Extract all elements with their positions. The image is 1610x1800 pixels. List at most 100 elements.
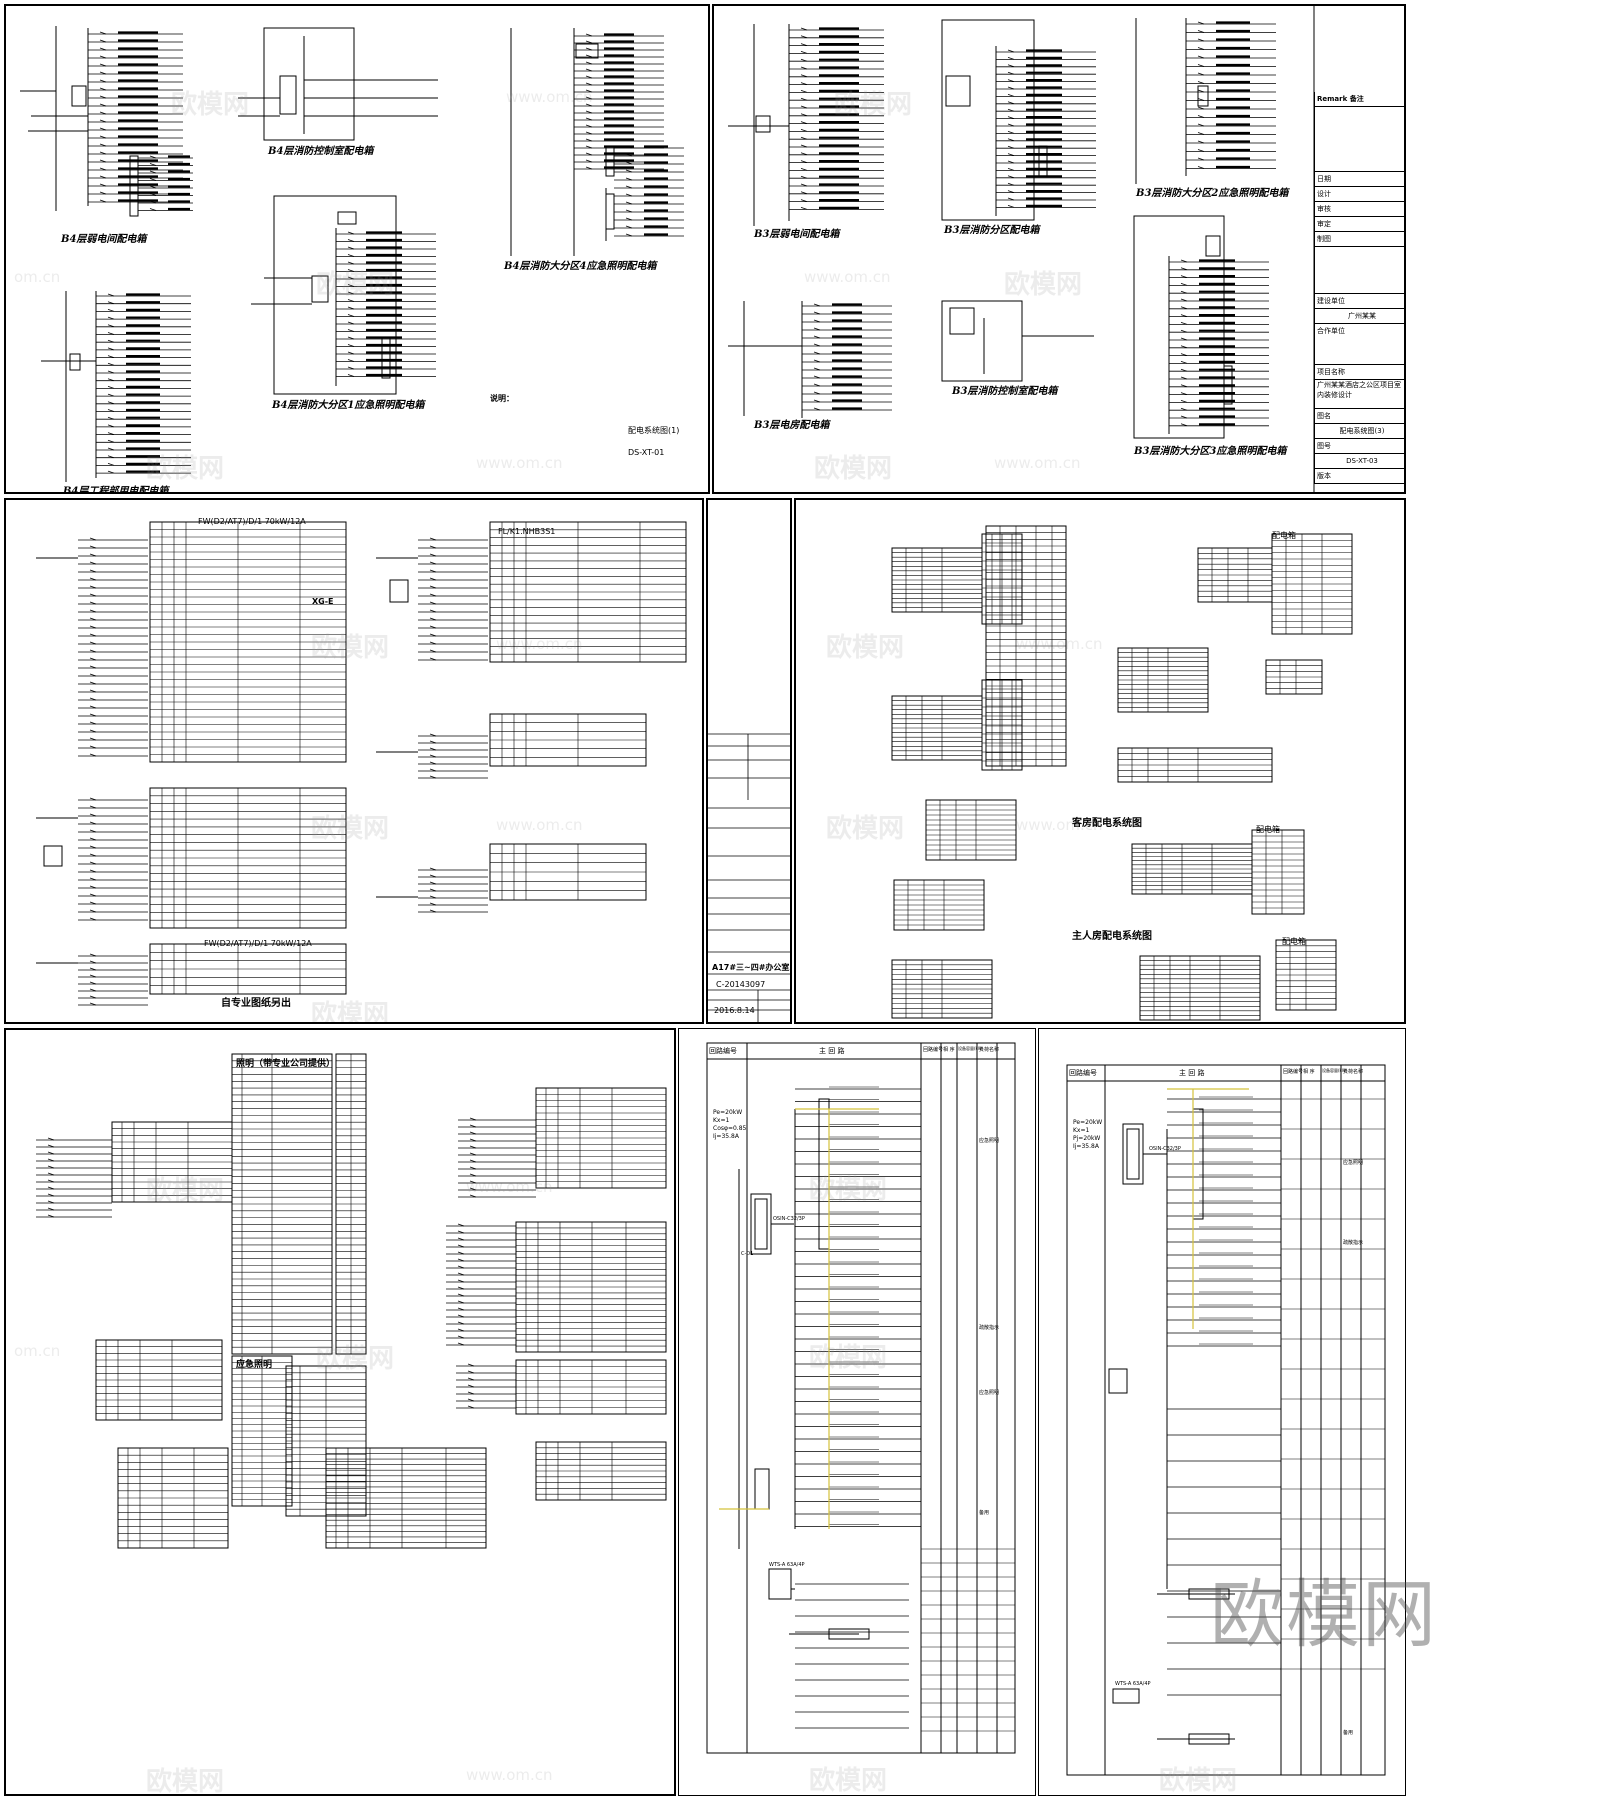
wire-line (47, 1151, 55, 1155)
atse: WTS-A 63A/4P (769, 1562, 805, 1568)
tb-project: 广州某某酒店之公区项目室内装修设计 (1315, 380, 1404, 409)
wire-line (47, 1144, 55, 1148)
wire-line (47, 1214, 55, 1218)
wire-line (1180, 400, 1188, 403)
wire-line (1197, 106, 1205, 110)
wire-line (457, 1258, 465, 1262)
param: Pe=20kW (713, 1109, 743, 1116)
tb-draw: 制图 (1315, 232, 1404, 247)
wire-line (89, 885, 97, 889)
wire-line (1197, 21, 1205, 25)
wire-line (149, 163, 157, 166)
tb-drawing-no: DS-XT-03 (1315, 454, 1404, 469)
wire-line (99, 63, 107, 67)
wire-line (99, 151, 107, 155)
wire-line (1180, 361, 1188, 364)
wire-line (800, 113, 808, 117)
wire-line (1180, 423, 1188, 427)
wire-line (89, 577, 97, 581)
wire-line (1007, 160, 1015, 164)
wire-line (800, 74, 808, 78)
wire-line (585, 110, 593, 114)
wire-line (800, 183, 808, 187)
side-code: XG-E (312, 597, 334, 606)
wire-line (467, 1384, 475, 1388)
wire-line (1197, 30, 1205, 33)
wire-line (89, 753, 97, 757)
wire-line (1007, 71, 1015, 75)
wire-line (800, 90, 808, 93)
wire-line (347, 261, 355, 265)
wire-line (89, 697, 97, 701)
wire-line (89, 829, 97, 833)
wire-line (149, 200, 157, 204)
wire-line (429, 895, 437, 899)
wire-line (89, 737, 97, 741)
wire-line (429, 768, 437, 772)
wire-line (800, 105, 808, 109)
header-col: 设备容量(kW) (958, 1046, 984, 1051)
wire-line (457, 1342, 465, 1346)
sheet-3-schedules: FW(D2/AT7)/D/1 70kW/12A FL/K1.NHB3S1 FW(… (4, 498, 704, 1024)
wire-line (429, 625, 437, 629)
box-caption: 应急照明 (236, 1360, 273, 1370)
drawing-number: DS-XT-01 (628, 448, 665, 457)
wire-line (47, 1186, 55, 1190)
wire-line (467, 1398, 475, 1402)
wire-line (800, 144, 808, 148)
wire-line (469, 1180, 477, 1184)
wire-line (800, 82, 808, 85)
wire-line (1007, 153, 1015, 156)
wire-line (813, 375, 821, 379)
wire-line (89, 593, 97, 597)
wire-line (149, 155, 157, 159)
wire-line (99, 159, 107, 163)
wire-line (89, 967, 97, 971)
wire-line (625, 145, 633, 149)
load-name: 应急照明 (979, 1390, 1000, 1396)
tb-drawing-label: 图名 (1315, 409, 1404, 424)
wire-line (99, 127, 107, 131)
wire-line (89, 601, 97, 605)
table-header: FW(D2/AT7)/D/1 70kW/12A (204, 939, 312, 948)
wire-line (1180, 329, 1188, 333)
sheet-4-title-strip: A17#三~四#办公室系统图 C-20143097 2016.8.14 (706, 498, 792, 1024)
sheet-3-tables (36, 521, 687, 1006)
wire-line (107, 293, 115, 297)
wire-line (99, 71, 107, 75)
wire-line (457, 1307, 465, 1311)
wire-line (89, 665, 97, 669)
system-caption: 主人房配电系统图 (1072, 931, 1152, 942)
wire-line (89, 893, 97, 897)
watermark-large: 欧模网 (1210, 1572, 1438, 1658)
sheet-1-wiring (20, 26, 684, 482)
wire-line (469, 1187, 477, 1191)
wire-line (429, 775, 437, 779)
wire-line (457, 1279, 465, 1283)
wire-line (347, 231, 355, 235)
tb-approve: 审定 (1315, 217, 1404, 232)
wire-line (1197, 47, 1205, 50)
wire-line (800, 58, 808, 62)
wire-line (1007, 79, 1015, 82)
wire-line (429, 601, 437, 605)
wire-line (89, 1002, 97, 1006)
wire-line (99, 103, 107, 107)
wire-line (89, 974, 97, 978)
title-block: Remark 备注 日期 设计 审核 审定 制图 建设单位 广州某某 合作单位 … (1314, 92, 1404, 484)
wire-line (625, 233, 633, 237)
wire-line (457, 1335, 465, 1339)
date: 2016.8.14 (714, 1006, 755, 1015)
wire-line (469, 1131, 477, 1135)
breaker-main: OSIN-C32/3P (773, 1216, 805, 1222)
panel-caption: B4层消防大分区1应急照明配电箱 (272, 400, 425, 411)
tb-remark: Remark 备注 (1315, 92, 1404, 107)
sheet-5-tables (891, 525, 1353, 1021)
wire-line (47, 1200, 55, 1204)
wire-line (347, 284, 355, 287)
wire-line (800, 191, 808, 195)
wire-line (625, 201, 633, 205)
wire-line (1007, 57, 1015, 60)
wire-line (1180, 283, 1188, 286)
wire-line (800, 35, 808, 39)
